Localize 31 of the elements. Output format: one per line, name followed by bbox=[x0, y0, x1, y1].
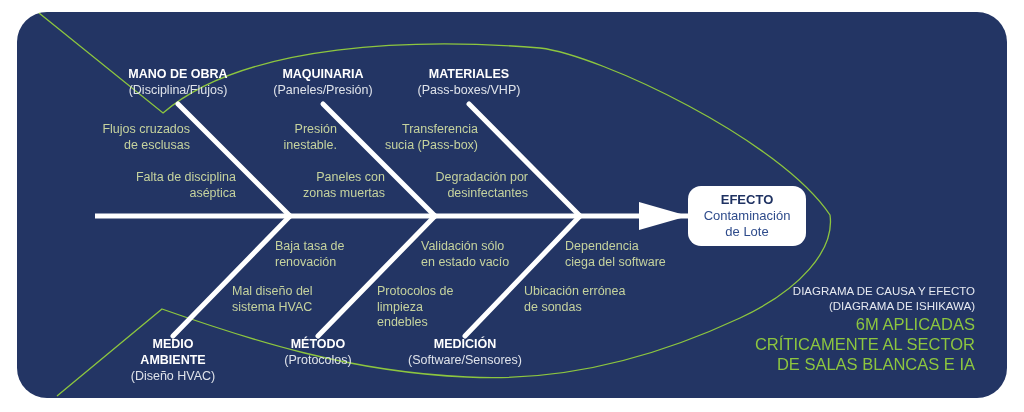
category-subtitle: (Paneles/Presión) bbox=[273, 82, 373, 98]
cause-text: Validación sólo en estado vacío bbox=[421, 239, 511, 270]
cause-text: Flujos cruzados de esclusas bbox=[101, 122, 190, 153]
effect-heading: EFECTO bbox=[720, 192, 774, 208]
category-heading: MANO DE OBRA bbox=[128, 66, 228, 82]
cause-text: Dependencia ciega del software bbox=[565, 239, 667, 270]
cause-text: Protocolos de limpieza endebles bbox=[377, 284, 455, 331]
category-subtitle: (Software/Sensores) bbox=[408, 352, 522, 368]
category-heading: MEDICIÓN bbox=[433, 336, 497, 352]
cause-text: Baja tasa de renovación bbox=[275, 239, 346, 270]
cause-text: Degradación por desinfectantes bbox=[434, 170, 528, 201]
spine-arrow bbox=[95, 202, 688, 230]
category-subtitle: (Pass-boxes/VHP) bbox=[417, 82, 521, 98]
category-heading: MATERIALES bbox=[428, 66, 510, 82]
cause-text: Mal diseño del sistema HVAC bbox=[232, 284, 314, 315]
cause-text: Ubicación errónea de sondas bbox=[524, 284, 627, 315]
cause-text: Transferencia sucia (Pass-box) bbox=[383, 122, 478, 153]
cause-text: Presión inestable. bbox=[282, 122, 337, 153]
category-heading: MAQUINARIA bbox=[282, 66, 364, 82]
diagram-title: DIAGRAMA DE CAUSA Y EFECTO (DIAGRAMA DE ISHIKAWA) bbox=[791, 284, 975, 314]
diagram-caption: 6M APLICADAS CRÍTICAMENTE AL SECTOR DE SALAS BLANCAS E IA bbox=[753, 314, 975, 374]
effect-box bbox=[688, 186, 806, 246]
cause-text: Falta de disciplina aséptica bbox=[134, 170, 236, 201]
effect-text: Contaminación de Lote bbox=[702, 208, 792, 240]
category-heading: MEDIO AMBIENTE bbox=[139, 336, 207, 368]
category-subtitle: (Diseño HVAC) bbox=[130, 368, 216, 384]
bone-line bbox=[170, 213, 293, 339]
bone-line bbox=[315, 213, 438, 339]
bone-line bbox=[462, 213, 583, 339]
category-heading: MÉTODO bbox=[290, 336, 346, 352]
cause-text: Paneles con zonas muertas bbox=[302, 170, 385, 201]
